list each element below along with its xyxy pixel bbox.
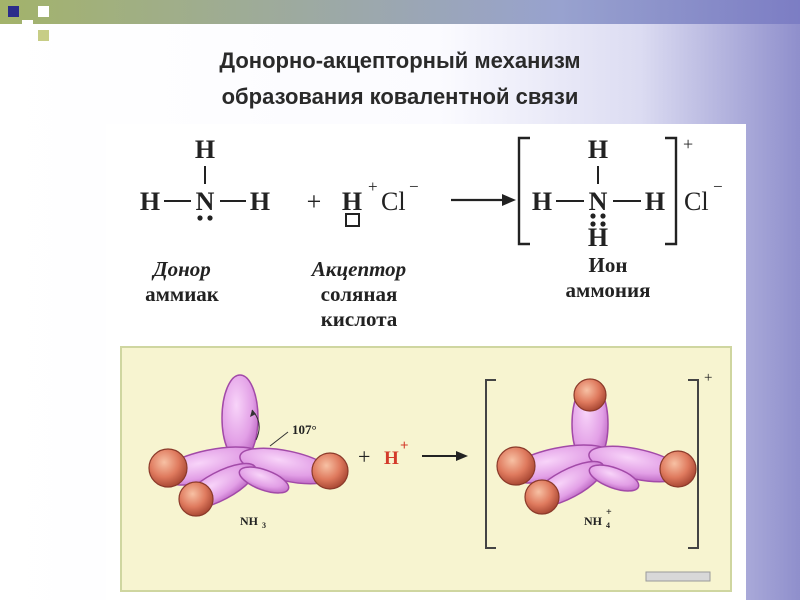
orbital-ion-charge: + (704, 370, 712, 386)
equation-diagram: H H N H + H + Cl − H H (140, 134, 723, 331)
lone-pair-dot (197, 215, 203, 221)
ammonium-h-right: H (645, 187, 665, 216)
orbital-diagram-area: 107° NH 3 + H + (120, 346, 732, 592)
chloride: Cl (684, 187, 709, 216)
nh3-subscript: 3 (262, 521, 266, 530)
nh4-subscript: 4 (606, 521, 610, 530)
ammonia-h-top: H (195, 135, 215, 164)
label-ammonium: аммония (566, 278, 651, 302)
orbital-diagram: 107° NH 3 + H + (148, 370, 712, 582)
lone-pair-dot (207, 215, 213, 221)
nh4-orbital-model: NH 4 + + (485, 370, 712, 549)
ammonia-h-left: H (140, 187, 160, 216)
right-bracket (665, 136, 678, 246)
ammonia-structure: H H N H (140, 135, 270, 221)
ammonia-n: N (196, 187, 215, 216)
reaction-arrow (451, 194, 516, 206)
ammonium-charge: + (683, 134, 693, 154)
hcl-h-charge: + (368, 177, 378, 196)
orbital-right-bracket (688, 379, 699, 549)
title-line-2: образования ковалентной связи (221, 84, 579, 109)
proton-charge: + (400, 438, 409, 454)
corner-square-1 (8, 6, 19, 17)
nh3-label: NH (240, 514, 259, 528)
plus-sign: + (307, 187, 322, 216)
nh3-orbital-model: 107° NH 3 (148, 374, 349, 530)
chloride-charge: − (713, 177, 723, 196)
footer-tag (645, 571, 711, 582)
label-ion: Ион (589, 253, 628, 277)
hcl-structure: H + Cl − (342, 177, 419, 227)
label-acid: кислота (321, 307, 398, 331)
ammonium-structure: H H N H H + Cl − (517, 134, 723, 252)
h-sphere (311, 452, 349, 490)
corner-square-3 (38, 6, 49, 17)
angle-label: 107° (292, 422, 317, 437)
nh4-label: NH (584, 514, 603, 528)
proton-label: H (384, 448, 399, 469)
hcl-cl: Cl (381, 187, 406, 216)
orbital-plus-sign: + (358, 444, 370, 469)
orbital-panel: 107° NH 3 + H + (106, 342, 746, 600)
ammonium-h-bottom: H (588, 223, 608, 252)
hcl-h: H (342, 187, 362, 216)
label-hydrochloric: соляная (321, 282, 398, 306)
h-sphere (148, 448, 188, 488)
label-donor: Донор (151, 257, 211, 281)
nh4-charge: + (606, 507, 612, 518)
left-bracket (517, 136, 530, 246)
h-sphere (178, 481, 214, 517)
label-ammonia: аммиак (145, 282, 220, 306)
orbital-reaction-arrow (422, 451, 468, 461)
corner-square-4 (38, 30, 49, 41)
ammonium-n: N (589, 187, 608, 216)
top-bar (0, 0, 800, 24)
hcl-cl-charge: − (409, 177, 419, 196)
corner-square-2 (22, 20, 33, 31)
ammonium-h-left: H (532, 187, 552, 216)
label-acceptor: Акцептор (310, 257, 406, 281)
equation-panel: H H N H + H + Cl − H H (106, 124, 746, 342)
title-line-1: Донорно-акцепторный механизм (219, 48, 581, 73)
ammonia-h-right: H (250, 187, 270, 216)
empty-orbital-box (345, 213, 360, 227)
ammonium-h-top: H (588, 135, 608, 164)
orbital-left-bracket (485, 379, 496, 549)
